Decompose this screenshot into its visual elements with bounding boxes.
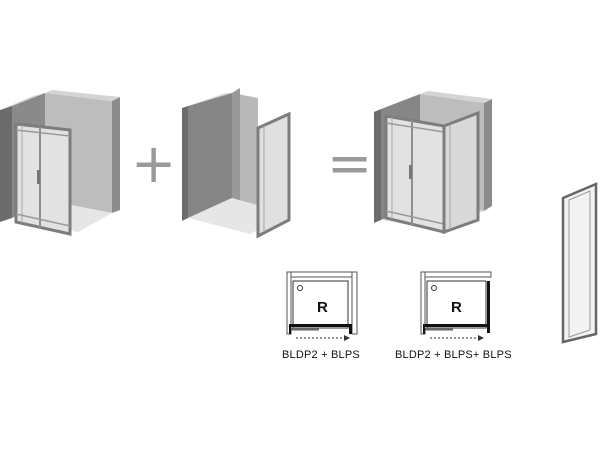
plan-view-1: R: [286, 271, 358, 341]
enclosure-combined: [374, 91, 492, 235]
plus-operator: +: [131, 132, 176, 195]
side-panel-standalone: [561, 182, 598, 344]
plan-view-2: R: [420, 271, 492, 341]
plan-label-1: R: [317, 299, 328, 316]
plan-caption-2: BLDP2 + BLPS+ BLPS: [395, 349, 512, 361]
equals-operator: =: [327, 132, 372, 195]
plan-label-2: R: [451, 299, 462, 316]
enclosure-side-panel: [182, 88, 291, 239]
enclosure-door-only: [0, 90, 120, 236]
plan-caption-1: BLDP2 + BLPS: [282, 349, 360, 361]
